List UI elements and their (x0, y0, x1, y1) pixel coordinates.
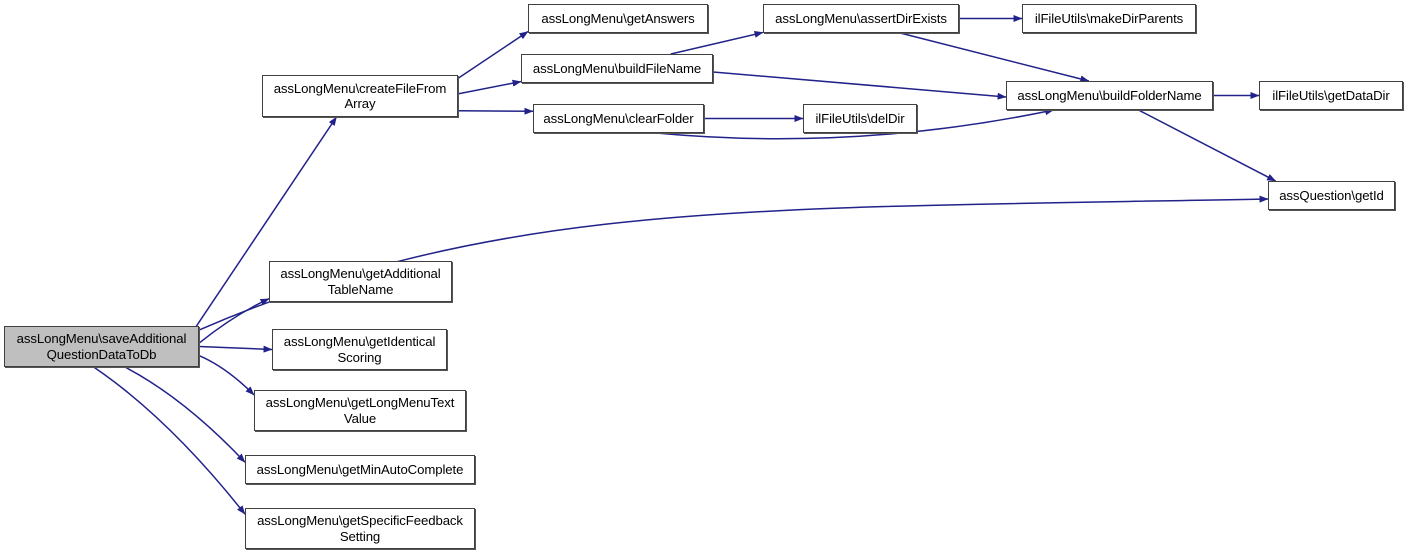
graph-node-getAdditionalTableName[interactable]: assLongMenu\getAdditional TableName (269, 261, 452, 302)
graph-node-label: assLongMenu\buildFolderName (1017, 87, 1202, 103)
graph-node-label: assLongMenu\getLongMenuText Value (265, 395, 455, 426)
graph-node-clearFolder[interactable]: assLongMenu\clearFolder (533, 104, 704, 133)
graph-node-label: assQuestion\getId (1279, 187, 1384, 203)
edge-saveAdditionalQuestionDataToDb-to-getAdditionalTableName (198, 298, 270, 344)
graph-node-buildFileName[interactable]: assLongMenu\buildFileName (521, 54, 713, 83)
graph-node-getDataDir[interactable]: ilFileUtils\getDataDir (1259, 81, 1403, 110)
graph-node-getAnswers[interactable]: assLongMenu\getAnswers (528, 4, 708, 33)
graph-node-label: assLongMenu\saveAdditional QuestionDataT… (16, 331, 187, 362)
graph-node-getLongMenuTextValue[interactable]: assLongMenu\getLongMenuText Value (254, 390, 466, 431)
graph-node-label: assLongMenu\getMinAutoComplete (256, 461, 464, 477)
graph-node-label: assLongMenu\buildFileName (532, 60, 702, 76)
graph-node-saveAdditionalQuestionDataToDb[interactable]: assLongMenu\saveAdditional QuestionDataT… (4, 326, 199, 367)
graph-node-label: assLongMenu\getIdentical Scoring (283, 334, 436, 365)
graph-node-createFileFromArray[interactable]: assLongMenu\createFileFrom Array (262, 75, 458, 117)
edge-createFileFromArray-to-buildFileName (457, 79, 522, 95)
graph-node-getMinAutoComplete[interactable]: assLongMenu\getMinAutoComplete (245, 455, 475, 484)
graph-node-label: assLongMenu\assertDirExists (775, 10, 947, 26)
graph-node-getIdenticalScoring[interactable]: assLongMenu\getIdentical Scoring (272, 329, 447, 370)
graph-node-label: assLongMenu\getAnswers (541, 10, 695, 26)
edge-buildFileName-to-assertDirExists (670, 30, 764, 55)
edge-saveAdditionalQuestionDataToDb-to-createFileFromArray (194, 116, 338, 329)
edge-saveAdditionalQuestionDataToDb-to-getSpecificFeedbackSetting (93, 366, 246, 515)
edge-buildFolderName-to-getId (1138, 109, 1277, 182)
graph-node-label: assLongMenu\clearFolder (543, 110, 694, 126)
graph-node-label: ilFileUtils\delDir (815, 110, 905, 126)
graph-node-label: ilFileUtils\makeDirParents (1034, 10, 1184, 26)
graph-node-buildFolderName[interactable]: assLongMenu\buildFolderName (1006, 81, 1213, 110)
graph-node-makeDirParents[interactable]: ilFileUtils\makeDirParents (1022, 4, 1196, 33)
edge-saveAdditionalQuestionDataToDb-to-getIdenticalScoring (198, 345, 273, 353)
edge-saveAdditionalQuestionDataToDb-to-getLongMenuTextValue (198, 354, 255, 396)
edge-createFileFromArray-to-getAnswers (457, 30, 529, 79)
edge-clearFolder-to-buildFolderName (656, 108, 1055, 140)
graph-node-assertDirExists[interactable]: assLongMenu\assertDirExists (763, 4, 959, 33)
edge-createFileFromArray-to-clearFolder (457, 107, 534, 115)
graph-node-label: assLongMenu\getAdditional TableName (280, 266, 441, 297)
edge-buildFileName-to-buildFolderName (712, 71, 1007, 100)
graph-node-label: assLongMenu\getSpecificFeedback Setting (257, 513, 463, 544)
graph-node-getSpecificFeedbackSetting[interactable]: assLongMenu\getSpecificFeedback Setting (245, 508, 475, 549)
graph-node-label: assLongMenu\createFileFrom Array (273, 80, 447, 112)
graph-node-delDir[interactable]: ilFileUtils\delDir (803, 104, 917, 133)
graph-node-label: ilFileUtils\getDataDir (1272, 87, 1390, 103)
edge-assertDirExists-to-buildFolderName (900, 32, 1090, 83)
edge-saveAdditionalQuestionDataToDb-to-getMinAutoComplete (124, 366, 246, 463)
graph-node-getId[interactable]: assQuestion\getId (1268, 181, 1395, 210)
